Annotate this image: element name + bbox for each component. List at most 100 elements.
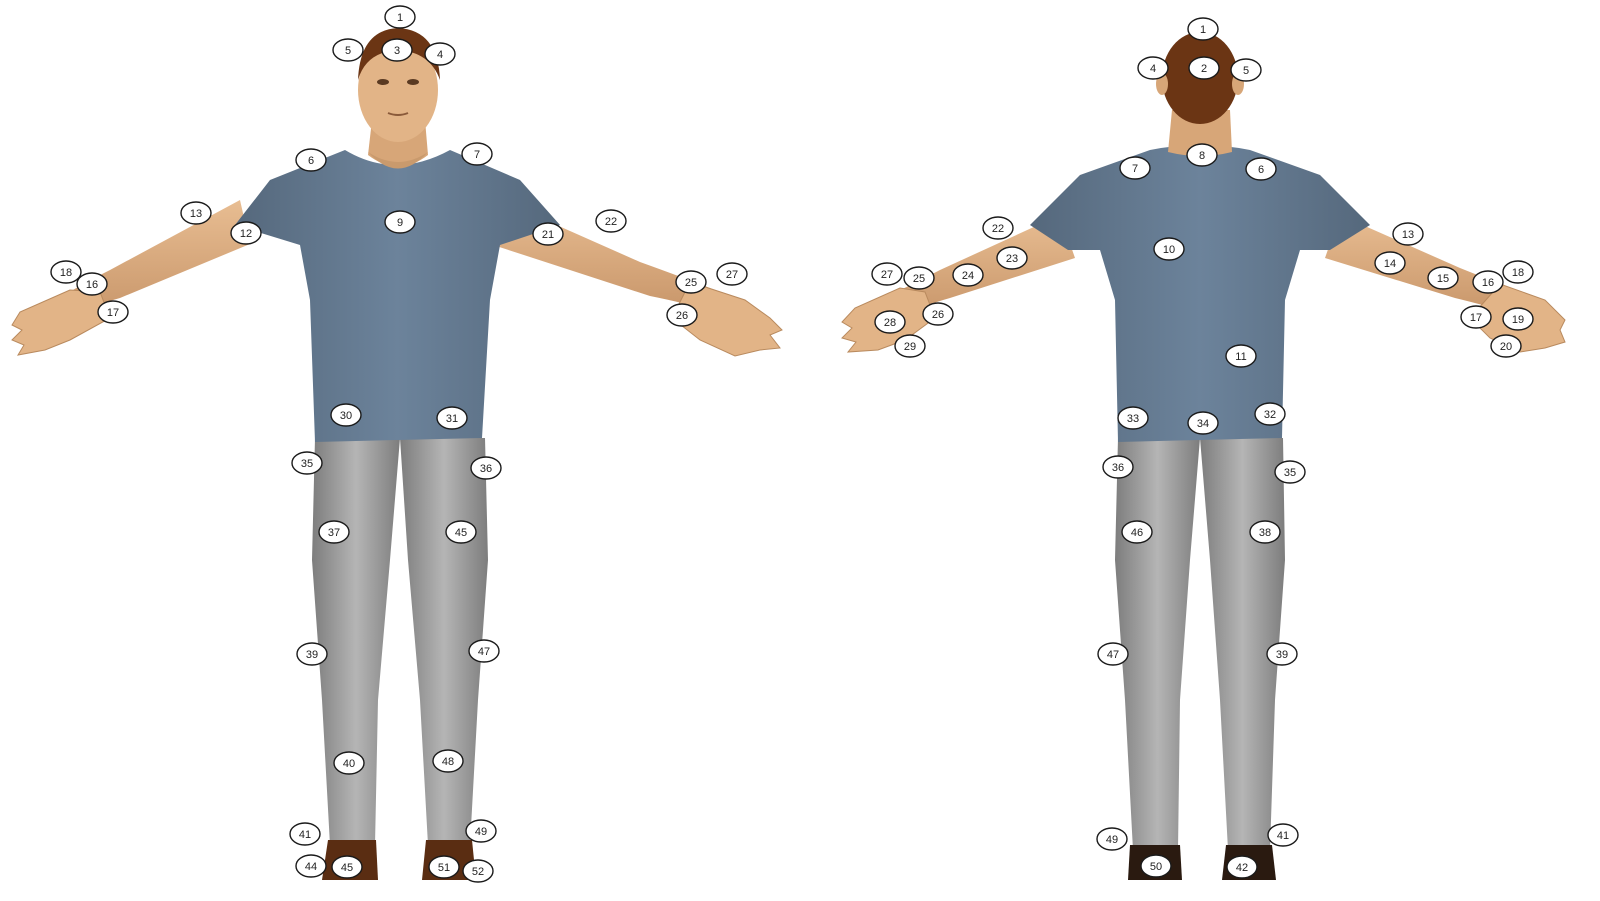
front-marker-label: 3 xyxy=(394,45,400,57)
front-marker-44: 44 xyxy=(296,855,326,877)
back-marker-8: 8 xyxy=(1187,144,1217,166)
front-left-leg xyxy=(312,438,400,845)
back-marker-5: 5 xyxy=(1231,59,1261,81)
back-marker-47: 47 xyxy=(1098,643,1128,665)
back-marker-18: 18 xyxy=(1503,261,1533,283)
back-marker-label: 8 xyxy=(1199,150,1205,162)
back-marker-15: 15 xyxy=(1428,267,1458,289)
back-marker-49: 49 xyxy=(1097,828,1127,850)
front-marker-label: 16 xyxy=(86,279,98,291)
back-marker-39: 39 xyxy=(1267,643,1297,665)
front-marker-16: 16 xyxy=(77,273,107,295)
back-marker-13: 13 xyxy=(1393,223,1423,245)
back-marker-label: 34 xyxy=(1197,418,1209,430)
back-marker-label: 2 xyxy=(1201,63,1207,75)
front-marker-label: 6 xyxy=(308,155,314,167)
back-marker-label: 25 xyxy=(913,273,925,285)
front-marker-3: 3 xyxy=(382,39,412,61)
front-marker-label: 9 xyxy=(397,217,403,229)
front-marker-label: 27 xyxy=(726,269,738,281)
back-marker-label: 23 xyxy=(1006,253,1018,265)
back-marker-label: 26 xyxy=(932,309,944,321)
back-marker-26: 26 xyxy=(923,303,953,325)
front-marker-label: 37 xyxy=(328,527,340,539)
back-marker-label: 33 xyxy=(1127,413,1139,425)
front-marker-47: 47 xyxy=(469,640,499,662)
front-marker-label: 26 xyxy=(676,310,688,322)
back-marker-label: 4 xyxy=(1150,63,1156,75)
front-left-eye xyxy=(377,79,389,85)
back-marker-17: 17 xyxy=(1461,306,1491,328)
front-marker-label: 12 xyxy=(240,228,252,240)
front-marker-label: 30 xyxy=(340,410,352,422)
front-marker-27: 27 xyxy=(717,263,747,285)
front-marker-1: 1 xyxy=(385,6,415,28)
back-marker-label: 18 xyxy=(1512,267,1524,279)
front-marker-label: 18 xyxy=(60,267,72,279)
front-figure xyxy=(12,28,782,880)
front-marker-label: 44 xyxy=(305,861,317,873)
front-marker-label: 4 xyxy=(437,49,443,61)
front-torso xyxy=(235,150,560,442)
back-left-leg xyxy=(1115,438,1200,850)
front-marker-26: 26 xyxy=(667,304,697,326)
front-marker-25: 25 xyxy=(676,271,706,293)
back-right-leg xyxy=(1200,438,1285,850)
front-marker-label: 39 xyxy=(306,649,318,661)
front-marker-label: 22 xyxy=(605,216,617,228)
back-marker-33: 33 xyxy=(1118,407,1148,429)
front-marker-31: 31 xyxy=(437,407,467,429)
front-marker-39: 39 xyxy=(297,643,327,665)
back-marker-28: 28 xyxy=(875,311,905,333)
front-left-hand xyxy=(12,290,110,355)
back-marker-label: 29 xyxy=(904,341,916,353)
back-marker-label: 10 xyxy=(1163,244,1175,256)
back-marker-24: 24 xyxy=(953,264,983,286)
back-marker-19: 19 xyxy=(1503,308,1533,330)
back-marker-14: 14 xyxy=(1375,252,1405,274)
back-marker-label: 42 xyxy=(1236,862,1248,874)
front-marker-label: 45 xyxy=(341,862,353,874)
front-marker-22: 22 xyxy=(596,210,626,232)
back-torso xyxy=(1030,145,1370,442)
back-marker-50: 50 xyxy=(1141,855,1171,877)
back-marker-16: 16 xyxy=(1473,271,1503,293)
back-marker-34: 34 xyxy=(1188,412,1218,434)
back-marker-label: 7 xyxy=(1132,163,1138,175)
back-marker-label: 1 xyxy=(1200,24,1206,36)
front-marker-48: 48 xyxy=(433,750,463,772)
back-marker-label: 38 xyxy=(1259,527,1271,539)
back-marker-label: 5 xyxy=(1243,65,1249,77)
front-marker-18: 18 xyxy=(51,261,81,283)
back-marker-label: 35 xyxy=(1284,467,1296,479)
back-marker-7: 7 xyxy=(1120,157,1150,179)
front-marker-label: 5 xyxy=(345,45,351,57)
front-marker-49: 49 xyxy=(466,820,496,842)
front-marker-label: 52 xyxy=(472,866,484,878)
back-marker-label: 39 xyxy=(1276,649,1288,661)
front-marker-label: 47 xyxy=(478,646,490,658)
back-marker-10: 10 xyxy=(1154,238,1184,260)
back-marker-41: 41 xyxy=(1268,824,1298,846)
back-marker-label: 16 xyxy=(1482,277,1494,289)
front-marker-7: 7 xyxy=(462,143,492,165)
front-marker-label: 36 xyxy=(480,463,492,475)
back-marker-29: 29 xyxy=(895,335,925,357)
front-marker-17: 17 xyxy=(98,301,128,323)
front-marker-label: 35 xyxy=(301,458,313,470)
back-marker-32: 32 xyxy=(1255,403,1285,425)
back-marker-38: 38 xyxy=(1250,521,1280,543)
back-marker-label: 41 xyxy=(1277,830,1289,842)
back-marker-35: 35 xyxy=(1275,461,1305,483)
back-marker-4: 4 xyxy=(1138,57,1168,79)
front-marker-36: 36 xyxy=(471,457,501,479)
front-marker-5: 5 xyxy=(333,39,363,61)
back-marker-label: 49 xyxy=(1106,834,1118,846)
back-marker-42: 42 xyxy=(1227,856,1257,878)
back-marker-label: 20 xyxy=(1500,341,1512,353)
front-marker-label: 21 xyxy=(542,229,554,241)
front-marker-45: 45 xyxy=(332,856,362,878)
back-marker-27: 27 xyxy=(872,263,902,285)
back-marker-label: 11 xyxy=(1235,351,1246,363)
front-marker-13: 13 xyxy=(181,202,211,224)
